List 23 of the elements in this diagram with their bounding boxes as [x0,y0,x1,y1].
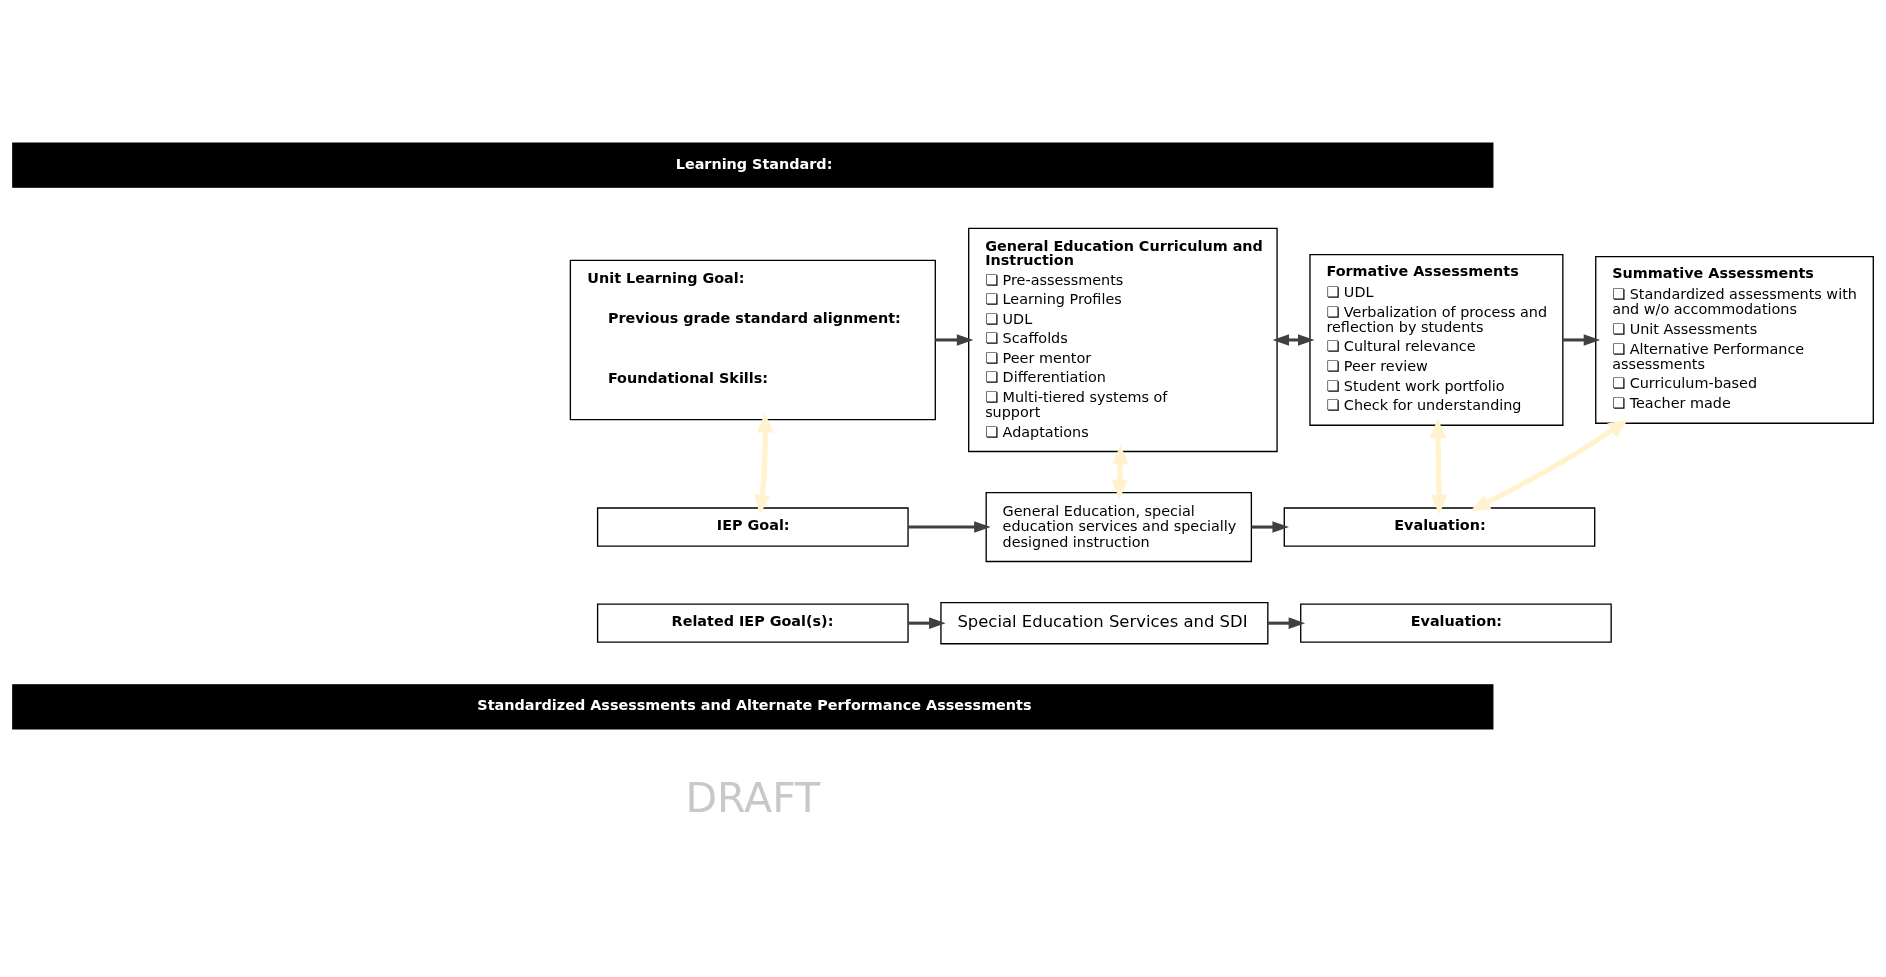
node-box: Unit Learning Goal: Previous grade standard alignment: Foundational Skills: [569,259,936,421]
arrow [1111,445,1129,499]
node-box: Learning Standard: [12,142,1494,188]
arrow [935,334,974,346]
arrow [1268,617,1306,629]
arrow [1251,521,1289,533]
node-box: General Education, special education services and specially designed instruction [985,491,1253,563]
arrow [1429,418,1448,515]
arrow [1470,419,1628,511]
arrow [1563,334,1601,346]
arrow [908,521,991,533]
node-box: Standardized Assessments and Alternate Performance Assessments [12,684,1494,730]
node-box: Summative Assessments ❏ Standardized assessments with and w/o accommodations ❏ Unit Assessments ❏ Alternative Performance assessments ❏ Curriculum-based ❏ Teacher made [1595,256,1874,424]
node-box: Formative Assessments ❏ UDL ❏ Verbalization of process and reflection by students ❏ Cultural relevance ❏ Peer review ❏ Student work portfolio ❏ Check for understanding [1309,253,1564,426]
node-box: Evaluation: [1300,603,1612,643]
node-box: General Education Curriculum and Instruction ❏ Pre-assessments ❏ Learning Profiles ❏ UDL ❏ Scaffolds ❏ Peer mentor ❏ Differentiation ❏ Multi-tiered systems of support ❏ Adaptations [968,227,1278,453]
node-box: IEP Goal: [596,507,909,547]
node-box: Related IEP Goal(s): [596,603,909,643]
arrow [754,413,774,515]
arrow [908,617,946,629]
node-box: Evaluation: [1283,507,1596,547]
arrow [1272,334,1315,346]
node-box: Special Education Services and SDI [940,601,1269,645]
